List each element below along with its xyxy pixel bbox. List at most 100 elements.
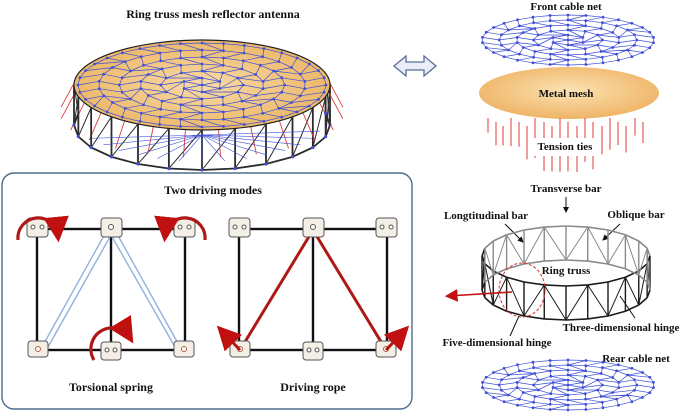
hinge-bottom-left [27,340,49,358]
ring-bottom-bar [565,259,588,262]
cable-net-node [241,107,245,111]
cable-net-node [129,69,132,73]
cable-net-node [617,363,620,367]
rear-net-hint [201,134,301,146]
metal-mesh-label: Metal mesh [539,88,594,100]
cable-net-node [516,403,519,407]
five-dim-hinge-red-arrow [444,289,513,302]
cable-net-node [566,58,570,62]
ring-top-bar [565,284,588,287]
ring-top-bar [625,270,640,278]
truss-bottom-bar [111,155,139,165]
cable-net-node [601,61,605,65]
cable-net-node [139,111,143,115]
cable-net-node [158,115,162,119]
truss-node [136,162,140,166]
cable-net-node [633,378,636,382]
cable-net-node [566,408,570,412]
cable-net-node [222,49,225,53]
cable-net-node [500,388,503,392]
ring-top-bar [506,276,525,283]
cable-net-node [218,87,222,90]
ring-top-bar [484,240,494,249]
cable-net-node [179,117,182,121]
ring-bottom-bar [484,274,494,283]
ring-top-bar [523,226,545,231]
cable-net-node [259,63,262,67]
cable-net-node [241,83,245,87]
cable-net-node [200,55,204,59]
ring-oblique-bar [587,226,609,265]
tension-ties-label: Tension ties [538,141,594,153]
cable-net-node [507,28,510,32]
cable-net-node [146,73,150,76]
antenna-truss [60,73,344,172]
truss-node [76,135,80,139]
truss-node [264,162,268,166]
ring-bottom-bar [506,263,525,270]
ring-bottom-bar [587,315,609,320]
cable-net-node [97,87,101,91]
cable-net-node [532,366,535,370]
cable-net-node [584,359,588,362]
truss-bottom-bar [168,167,203,171]
cable-net-node [502,400,506,404]
truss-bottom-bar [324,113,331,126]
cable-net-node [221,71,225,75]
cable-net-node [536,43,540,47]
cable-net-node [611,391,615,394]
cable-net-node [283,83,287,87]
truss-bottom-bar [73,124,80,137]
cable-net-node [236,90,240,94]
cable-net-node [611,46,615,49]
cable-net-node [272,69,275,73]
cable-net-node [200,41,204,45]
rear-net-hint [201,134,286,151]
cable-net-node [280,76,284,80]
cable-net-node [548,19,552,23]
rope-pull-arrow-right [383,325,410,352]
cable-net-node [566,358,570,362]
cable-net-node [502,21,506,25]
cable-net-edges [482,14,654,66]
cable-net-node [596,33,600,37]
cable-net-node [261,80,265,83]
cable-net-node [566,368,570,372]
truss-diagonal [77,107,92,137]
cable-net-node [200,125,204,129]
cable-net-node [507,393,510,397]
cable-net-node [262,120,266,123]
cable-net-node [521,31,525,34]
hinge-top-mid [100,217,123,238]
antenna-title: Ring truss mesh reflector antenna [126,7,300,21]
cable-net-node [221,95,225,99]
truss-diagonal [90,116,112,148]
rope-hinge-top-right [375,217,398,238]
truss-node [311,145,315,150]
ring-bottom-bar [565,318,588,321]
cable-net-node [481,36,484,39]
cable-net-node [179,42,182,45]
truss-node [324,135,328,139]
cable-net-node [93,104,96,108]
cable-net-node [272,97,275,101]
cable-net-node [507,48,510,52]
cable-net-node [243,123,246,126]
cable-net-node [551,41,555,44]
rear-net-hint [201,130,320,136]
cable-net-node [630,400,634,404]
ring-bottom-bar [484,297,494,306]
cable-net-node [584,364,588,368]
cable-net-node [222,117,225,121]
cable-net-node [484,391,488,395]
cable-net-node [500,43,503,47]
cable-net-node [254,94,258,97]
cable-net-node [548,359,552,362]
rear-net-hint [178,134,203,161]
double-arrow-icon [392,54,438,78]
cable-net-node [551,381,555,384]
cable-net-node [164,76,168,80]
ring-top-bar [544,225,567,228]
cable-net-node [566,383,570,387]
cable-net-node [200,97,204,101]
